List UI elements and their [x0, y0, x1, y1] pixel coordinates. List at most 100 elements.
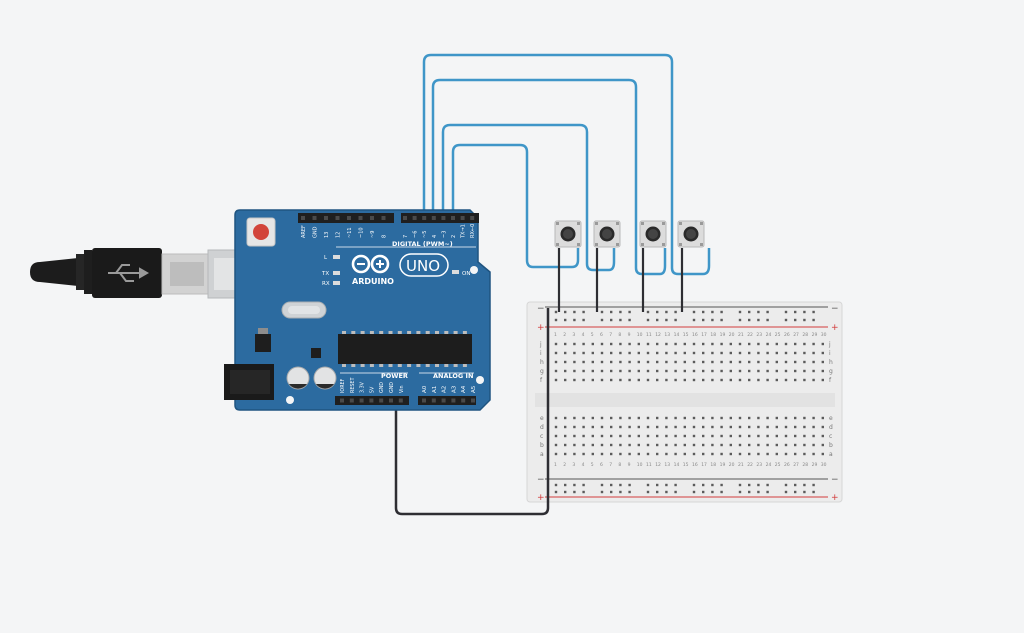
breadboard-hole[interactable] [794, 351, 797, 355]
breadboard-hole[interactable] [738, 378, 742, 382]
breadboard-hole[interactable] [564, 378, 567, 382]
breadboard-hole[interactable] [582, 351, 585, 355]
breadboard-hole[interactable] [720, 416, 723, 420]
breadboard-hole[interactable] [637, 425, 640, 429]
rail-hole[interactable] [674, 310, 677, 314]
rail-hole[interactable] [674, 318, 677, 322]
breadboard-hole[interactable] [821, 443, 824, 447]
rail-hole[interactable] [766, 318, 769, 322]
breadboard-hole[interactable] [794, 416, 797, 420]
rail-hole[interactable] [692, 318, 696, 322]
breadboard-hole[interactable] [711, 360, 714, 364]
rail-hole[interactable] [656, 310, 659, 314]
breadboard-hole[interactable] [646, 452, 650, 456]
rail-hole[interactable] [748, 310, 751, 314]
breadboard-hole[interactable] [720, 434, 723, 438]
rail-hole[interactable] [738, 318, 742, 322]
breadboard-hole[interactable] [748, 425, 751, 429]
breadboard-hole[interactable] [591, 378, 594, 382]
rail-hole[interactable] [564, 483, 567, 487]
breadboard-hole[interactable] [646, 378, 650, 382]
breadboard-hole[interactable] [757, 369, 760, 373]
breadboard-hole[interactable] [656, 443, 659, 447]
rail-hole[interactable] [794, 490, 797, 494]
breadboard-hole[interactable] [748, 416, 751, 420]
breadboard-hole[interactable] [702, 378, 705, 382]
breadboard-hole[interactable] [628, 434, 631, 438]
header-socket[interactable] [398, 398, 403, 403]
breadboard-hole[interactable] [573, 378, 576, 382]
breadboard-hole[interactable] [554, 360, 558, 364]
breadboard-hole[interactable] [748, 360, 751, 364]
header-socket[interactable] [460, 216, 465, 220]
breadboard-hole[interactable] [646, 425, 650, 429]
breadboard-hole[interactable] [784, 425, 788, 429]
breadboard-hole[interactable] [784, 360, 788, 364]
breadboard-hole[interactable] [610, 378, 613, 382]
breadboard-hole[interactable] [656, 378, 659, 382]
breadboard-hole[interactable] [775, 351, 778, 355]
rail-hole[interactable] [674, 483, 677, 487]
breadboard-hole[interactable] [665, 443, 668, 447]
rail-hole[interactable] [711, 310, 714, 314]
breadboard-hole[interactable] [775, 425, 778, 429]
rail-hole[interactable] [646, 483, 650, 487]
breadboard-hole[interactable] [766, 425, 769, 429]
wire-pin2-button1[interactable] [451, 143, 580, 269]
breadboard-hole[interactable] [591, 434, 594, 438]
breadboard-hole[interactable] [775, 452, 778, 456]
rail-hole[interactable] [738, 490, 742, 494]
rail-hole[interactable] [573, 483, 576, 487]
rail-hole[interactable] [628, 318, 631, 322]
breadboard-hole[interactable] [702, 452, 705, 456]
breadboard-hole[interactable] [794, 452, 797, 456]
breadboard-hole[interactable] [738, 342, 742, 346]
breadboard-hole[interactable] [619, 360, 622, 364]
breadboard-hole[interactable] [564, 369, 567, 373]
header-socket[interactable] [441, 398, 446, 403]
breadboard-hole[interactable] [656, 342, 659, 346]
rail-hole[interactable] [610, 318, 613, 322]
breadboard-hole[interactable] [573, 360, 576, 364]
power-header[interactable] [335, 396, 476, 405]
breadboard-hole[interactable] [720, 360, 723, 364]
rail-hole[interactable] [656, 483, 659, 487]
rail-hole[interactable] [784, 310, 788, 314]
breadboard-hole[interactable] [692, 434, 696, 438]
breadboard-hole[interactable] [564, 452, 567, 456]
breadboard-hole[interactable] [711, 351, 714, 355]
rail-hole[interactable] [757, 318, 760, 322]
rail-hole[interactable] [554, 318, 558, 322]
breadboard-hole[interactable] [775, 342, 778, 346]
rail-hole[interactable] [610, 490, 613, 494]
breadboard-hole[interactable] [582, 416, 585, 420]
breadboard-hole[interactable] [646, 416, 650, 420]
rail-hole[interactable] [757, 483, 760, 487]
breadboard-hole[interactable] [554, 434, 558, 438]
breadboard-hole[interactable] [674, 378, 677, 382]
breadboard-hole[interactable] [803, 378, 806, 382]
breadboard-hole[interactable] [720, 452, 723, 456]
breadboard-hole[interactable] [821, 342, 824, 346]
breadboard-hole[interactable] [582, 434, 585, 438]
breadboard-hole[interactable] [554, 443, 558, 447]
header-socket[interactable] [451, 398, 456, 403]
breadboard-hole[interactable] [554, 351, 558, 355]
breadboard-hole[interactable] [720, 369, 723, 373]
pushbutton-2[interactable] [593, 220, 621, 248]
rail-hole[interactable] [600, 490, 604, 494]
breadboard-hole[interactable] [600, 342, 604, 346]
header-socket[interactable] [335, 216, 340, 220]
breadboard-hole[interactable] [619, 351, 622, 355]
breadboard-hole[interactable] [591, 416, 594, 420]
breadboard-hole[interactable] [757, 443, 760, 447]
breadboard-hole[interactable] [711, 434, 714, 438]
breadboard-hole[interactable] [683, 443, 686, 447]
rail-hole[interactable] [656, 490, 659, 494]
breadboard-hole[interactable] [738, 416, 742, 420]
breadboard-hole[interactable] [573, 342, 576, 346]
breadboard-hole[interactable] [554, 342, 558, 346]
breadboard-hole[interactable] [564, 434, 567, 438]
breadboard-hole[interactable] [692, 342, 696, 346]
